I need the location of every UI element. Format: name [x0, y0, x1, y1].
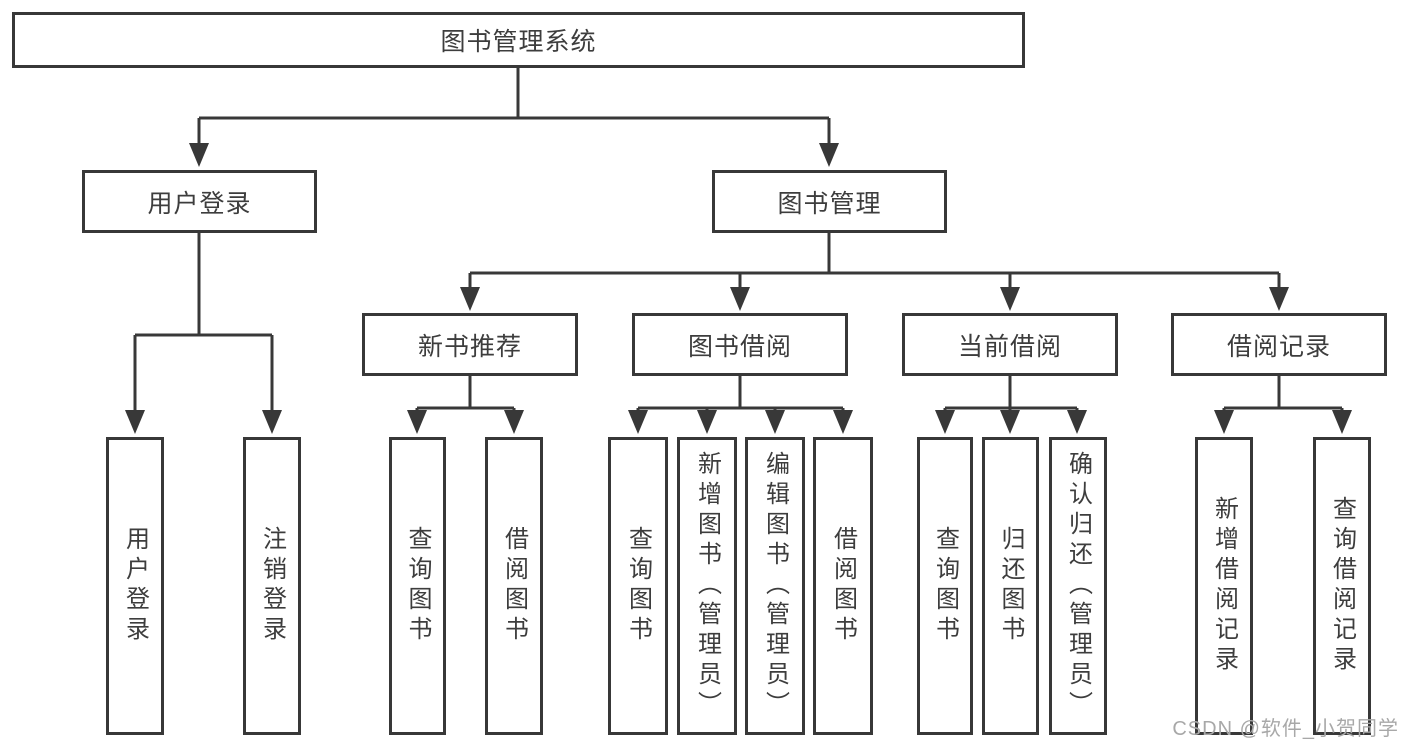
leaf-add-books-admin: 新增图书（管理员） — [677, 437, 737, 735]
leaf-borrow-books-recommend: 借阅图书 — [485, 437, 543, 735]
node-borrowing-records: 借阅记录 — [1171, 313, 1387, 376]
node-book-borrowing: 图书借阅 — [632, 313, 848, 376]
leaf-query-books-borrowing: 查询图书 — [608, 437, 668, 735]
leaf-user-login: 用户登录 — [106, 437, 164, 735]
leaf-edit-books-admin: 编辑图书（管理员） — [745, 437, 805, 735]
node-new-book-recommend: 新书推荐 — [362, 313, 578, 376]
leaf-return-books: 归还图书 — [982, 437, 1039, 735]
node-book-management: 图书管理 — [712, 170, 947, 233]
leaf-query-books-recommend: 查询图书 — [389, 437, 446, 735]
leaf-logout: 注销登录 — [243, 437, 301, 735]
leaf-query-books-current: 查询图书 — [917, 437, 973, 735]
node-user-login: 用户登录 — [82, 170, 317, 233]
leaf-borrow-books: 借阅图书 — [813, 437, 873, 735]
watermark: CSDN @软件_小贺同学 — [1172, 718, 1399, 740]
node-current-borrowing: 当前借阅 — [902, 313, 1118, 376]
leaf-confirm-return-admin: 确认归还（管理员） — [1049, 437, 1107, 735]
leaf-query-borrow-record: 查询借阅记录 — [1313, 437, 1371, 735]
node-library-management-system: 图书管理系统 — [12, 12, 1025, 68]
leaf-add-borrow-record: 新增借阅记录 — [1195, 437, 1253, 735]
